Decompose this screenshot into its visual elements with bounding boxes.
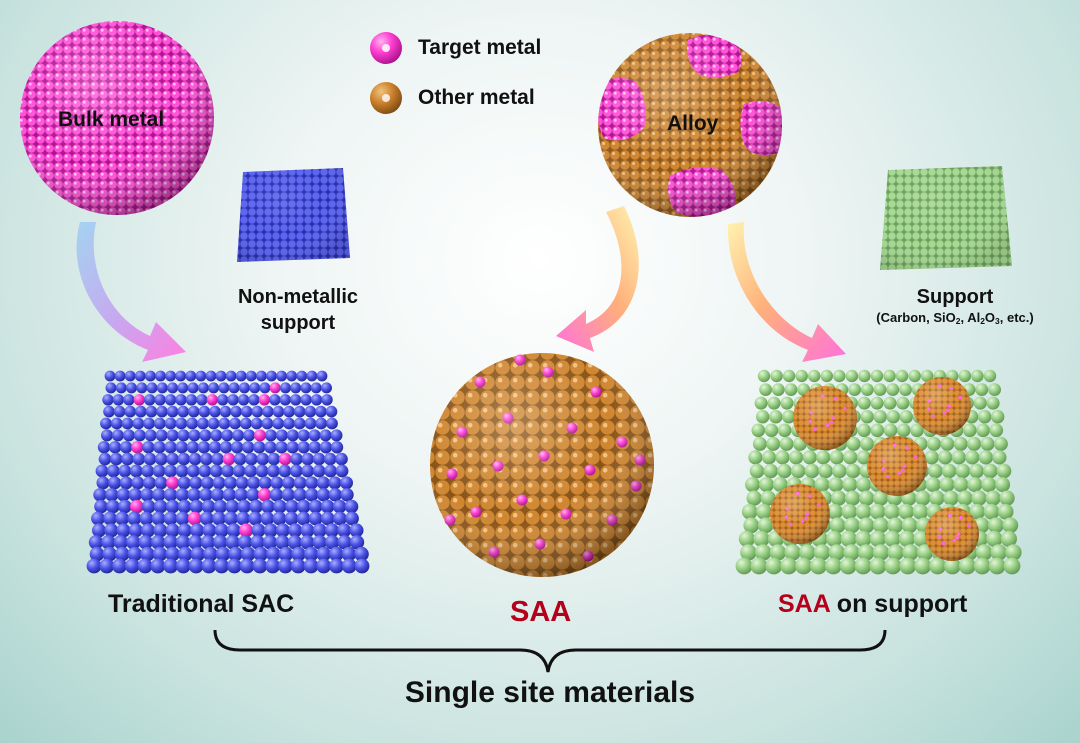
legend-target-metal-marker bbox=[370, 32, 402, 64]
saa-on-support-label-rest: on support bbox=[829, 590, 968, 618]
support-detail-sub: 2 bbox=[955, 316, 961, 327]
non-metallic-support-label: Non-metallic support bbox=[218, 284, 378, 336]
legend-other-metal-label: Other metal bbox=[418, 86, 535, 109]
non-metallic-support-sheet bbox=[237, 168, 350, 262]
saa-on-support-label-red: SAA bbox=[778, 590, 830, 618]
single-site-brace bbox=[213, 629, 887, 673]
alloy-sphere bbox=[598, 33, 782, 217]
legend-other-metal-marker bbox=[370, 82, 402, 114]
saa-sphere bbox=[430, 353, 654, 577]
saa-on-support-sheet bbox=[735, 369, 1022, 575]
support-detail: (Carbon, SiO2, Al2O3, etc.) bbox=[850, 310, 1060, 326]
support-detail-part: (Carbon, SiO bbox=[876, 310, 956, 325]
bulk-metal-label: Bulk metal bbox=[58, 108, 165, 131]
alloy-label: Alloy bbox=[667, 112, 719, 135]
non-metallic-label-line2: support bbox=[260, 312, 336, 334]
support-detail-sub: 3 bbox=[995, 316, 1000, 327]
legend-target-metal-label: Target metal bbox=[418, 36, 542, 59]
bulk-metal-sphere bbox=[20, 21, 214, 215]
single-site-materials-label: Single site materials bbox=[404, 676, 696, 709]
support-label: Support (Carbon, SiO2, Al2O3, etc.) bbox=[850, 284, 1060, 326]
saa-label: SAA bbox=[510, 596, 572, 628]
support-detail-part: , Al bbox=[960, 310, 981, 325]
traditional-sac-label: Traditional SAC bbox=[108, 590, 295, 618]
arrow-bulk-to-sac bbox=[76, 222, 186, 362]
support-sheet bbox=[880, 166, 1012, 270]
support-detail-part: , etc.) bbox=[999, 310, 1034, 325]
support-detail-sub: 2 bbox=[980, 316, 985, 327]
saa-on-support-label: SAA on support bbox=[778, 590, 967, 619]
support-detail-part: O bbox=[984, 310, 996, 325]
support-label-title: Support bbox=[916, 286, 994, 308]
arrow-alloy-to-saa bbox=[556, 206, 639, 352]
non-metallic-label-line1: Non-metallic bbox=[237, 286, 359, 308]
traditional-sac-sheet bbox=[86, 370, 370, 574]
arrow-alloy-to-support bbox=[727, 222, 846, 362]
